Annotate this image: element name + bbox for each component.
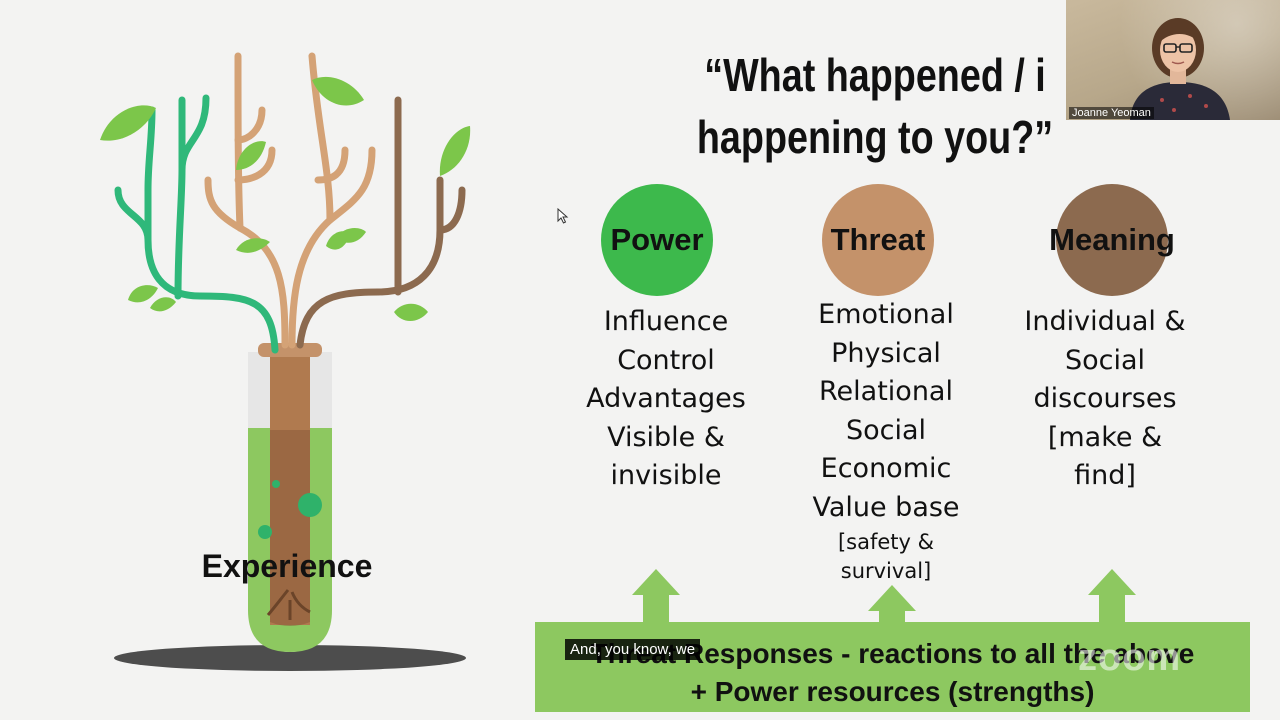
slide-title-line2: happening to you?”: [696, 111, 1054, 163]
meaning-item: Individual &: [1024, 306, 1186, 337]
power-item: Influence: [603, 306, 729, 337]
meaning-list: Individual & Social discourses [make & f…: [1005, 303, 1205, 496]
responses-line2: + Power resources (strengths): [690, 676, 1095, 707]
threat-circle: Threat: [822, 184, 934, 296]
meaning-item: [make &: [1047, 421, 1163, 453]
participant-avatar: [1130, 18, 1230, 120]
power-item: Control: [617, 344, 715, 376]
live-caption: And, you know, we: [565, 639, 701, 660]
power-item: Visible &: [607, 421, 725, 453]
power-circle: Power: [601, 184, 713, 296]
threat-note-line2: survival]: [840, 559, 932, 583]
power-item: Advantages: [586, 383, 746, 414]
power-item: invisible: [610, 460, 722, 491]
participant-name: Joanne Yeoman: [1069, 107, 1154, 119]
threat-item: Emotional: [818, 299, 954, 330]
meaning-item: find]: [1074, 460, 1136, 491]
meaning-item: Social: [1064, 344, 1146, 376]
mouse-pointer-icon: [557, 208, 569, 224]
experience-label: Experience: [201, 548, 373, 584]
meaning-heading: Meaning: [1049, 222, 1175, 257]
threat-list: Emotional Physical Relational Social Eco…: [786, 296, 986, 527]
threat-item: Value base: [812, 491, 960, 523]
meaning-circle: Meaning: [1049, 184, 1175, 296]
threat-note-line1: [safety &: [837, 530, 935, 554]
threat-item: Physical: [831, 337, 941, 369]
power-heading: Power: [610, 222, 704, 257]
participant-video-tile[interactable]: Joanne Yeoman: [1066, 0, 1280, 120]
slide-title: “What happened / i happening to you?”: [658, 44, 1093, 168]
zoom-watermark: zoom: [1078, 637, 1182, 679]
meaning-item: discourses: [1033, 383, 1177, 414]
tree-in-test-tube-icon: [100, 52, 471, 671]
power-list: Influence Control Advantages Visible & i…: [566, 303, 766, 496]
threat-heading: Threat: [830, 222, 926, 257]
threat-item: Social: [845, 414, 927, 446]
threat-note: [safety & survival]: [786, 528, 986, 586]
slide-title-line1: “What happened / i: [704, 49, 1046, 101]
threat-item: Relational: [819, 376, 953, 407]
threat-item: Economic: [820, 453, 952, 484]
